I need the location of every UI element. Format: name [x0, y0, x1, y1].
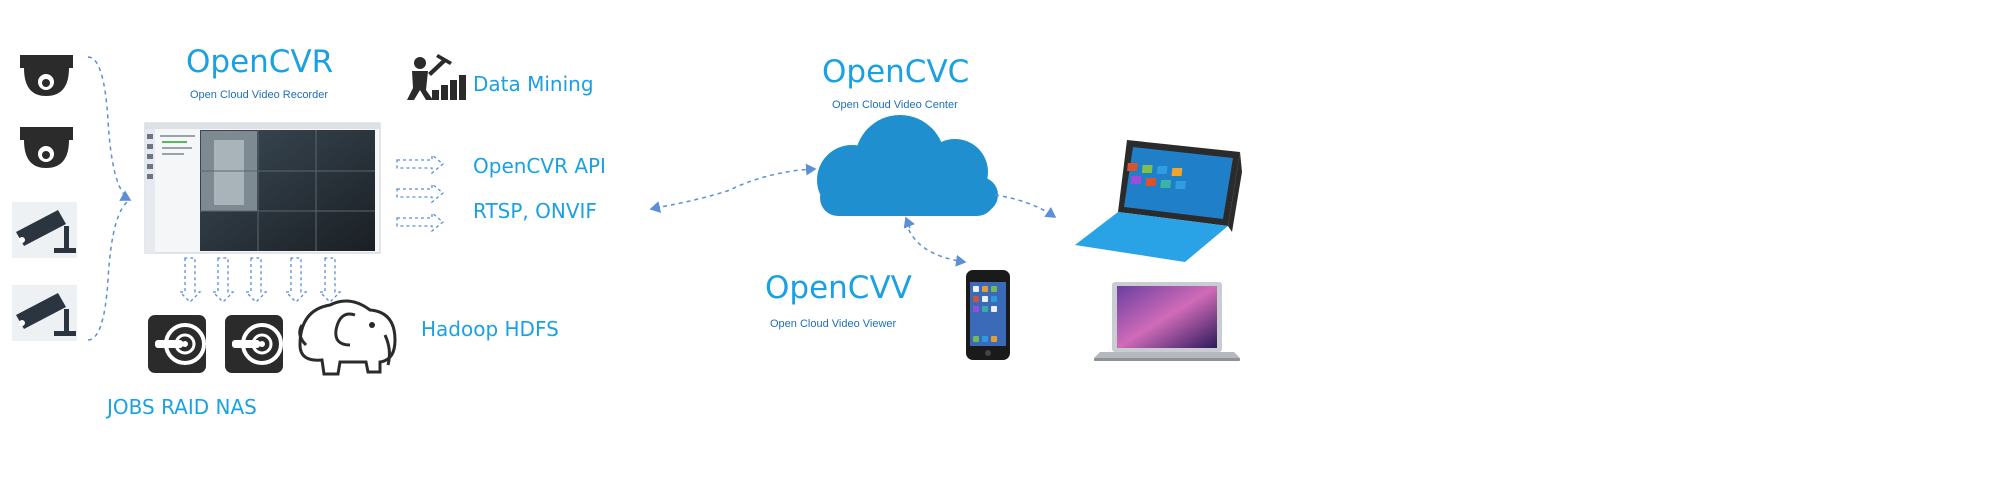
- opencvc-subtitle: Open Cloud Video Center: [832, 99, 958, 111]
- dome-camera-icon: [20, 127, 73, 168]
- bullet-camera-icon: [12, 202, 77, 258]
- storage-drive-icon: [225, 315, 283, 373]
- tablet-icon: [1075, 140, 1242, 262]
- opencvr-api-label: OpenCVR API: [473, 154, 606, 178]
- phone-icon: [966, 270, 1010, 360]
- bullet-camera-icon: [12, 285, 77, 341]
- opencvr-title: OpenCVR: [186, 44, 334, 80]
- opencvr-subtitle: Open Cloud Video Recorder: [190, 89, 328, 101]
- opencvv-title: OpenCVV: [765, 270, 912, 306]
- rtsp-onvif-label: RTSP, ONVIF: [473, 199, 597, 223]
- data-mining-icon: [407, 54, 466, 100]
- hadoop-elephant-icon: [298, 299, 397, 376]
- api-arrows: [396, 153, 445, 233]
- storage-drive-icon: [148, 315, 206, 373]
- opencvv-subtitle: Open Cloud Video Viewer: [770, 318, 897, 330]
- opencvc-title: OpenCVC: [822, 54, 970, 90]
- dome-camera-icon: [20, 55, 73, 96]
- cloud-icon: [817, 115, 998, 216]
- raid-nas-label: JOBS RAID NAS: [107, 395, 257, 419]
- recorder-screenshot: [144, 122, 381, 254]
- storage-arrows: [178, 257, 342, 303]
- hadoop-hdfs-label: Hadoop HDFS: [421, 317, 559, 341]
- laptop-icon: [1094, 282, 1240, 361]
- data-mining-label: Data Mining: [473, 72, 594, 96]
